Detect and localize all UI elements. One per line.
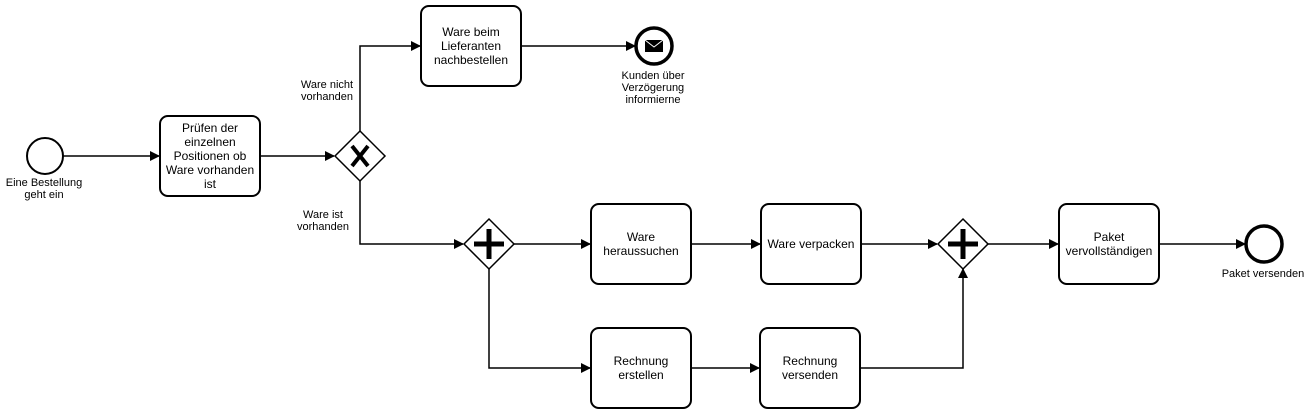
task-reorder[interactable] (420, 5, 522, 87)
label-line: Ware vorhanden (165, 163, 255, 177)
parallel-gateway-split[interactable] (462, 217, 516, 271)
label-line: Verzögerung (621, 82, 685, 94)
task-complete[interactable] (1058, 203, 1160, 285)
label-line: Lieferanten (440, 39, 502, 53)
exclusive-gateway[interactable] (333, 129, 387, 183)
task-pick[interactable] (590, 203, 692, 285)
plus-icon (474, 229, 504, 259)
label-line: Ware nicht (300, 79, 354, 91)
label-line: Kunden über (621, 70, 685, 82)
parallel-gateway-join[interactable] (936, 217, 990, 271)
label-line: Positionen ob (173, 149, 247, 163)
label-line: Rechnung (782, 354, 838, 368)
label-line: Ware verpacken (767, 237, 855, 251)
label-line: vorhanden (301, 91, 353, 103)
label-line: einzelnen (184, 135, 236, 149)
label-line: nachbestellen (433, 53, 509, 67)
flow-send-invoice-to-join[interactable] (860, 268, 968, 369)
task-pack-label: Ware verpacken (761, 204, 861, 284)
label-line: vorhanden (297, 221, 349, 233)
label-line: Ware (626, 230, 656, 244)
label-line: Ware ist (303, 209, 343, 221)
task-send-invoice[interactable] (759, 327, 861, 409)
label-line: informierne (625, 94, 681, 106)
label-line: heraussuchen (603, 244, 679, 258)
label-line: Rechnung (613, 354, 669, 368)
task-check[interactable] (159, 115, 261, 197)
label-line: geht ein (24, 189, 64, 201)
label-line: Prüfen der (181, 121, 239, 135)
label-line: Ware beim (442, 25, 500, 39)
label-line: versenden (781, 368, 839, 382)
flow-split-to-create-invoice[interactable] (488, 269, 591, 373)
task-create-invoice[interactable] (590, 327, 692, 409)
end-event[interactable] (1244, 224, 1284, 264)
flow-xor-to-reorder[interactable] (359, 41, 421, 131)
message-end-event[interactable] (634, 26, 674, 66)
label-lines: Paket versenden (1216, 268, 1310, 280)
task-pack[interactable] (760, 203, 862, 285)
label-line: vervollständigen (1065, 244, 1153, 258)
end-event-label: Paket versenden (1216, 268, 1310, 280)
label-line: erstellen (618, 368, 664, 382)
flow-xor-to-parallel-split[interactable] (359, 181, 464, 249)
label-line: Paket (1093, 230, 1125, 244)
label-lines: Ware verpacken (768, 237, 855, 251)
x-icon (350, 144, 370, 168)
label-line: ist (204, 177, 216, 191)
plus-icon (948, 229, 978, 259)
label-line: Paket versenden (1221, 268, 1305, 280)
start-event[interactable] (26, 137, 64, 175)
envelope-icon (644, 39, 664, 52)
label-line: Eine Bestellung (5, 177, 83, 189)
